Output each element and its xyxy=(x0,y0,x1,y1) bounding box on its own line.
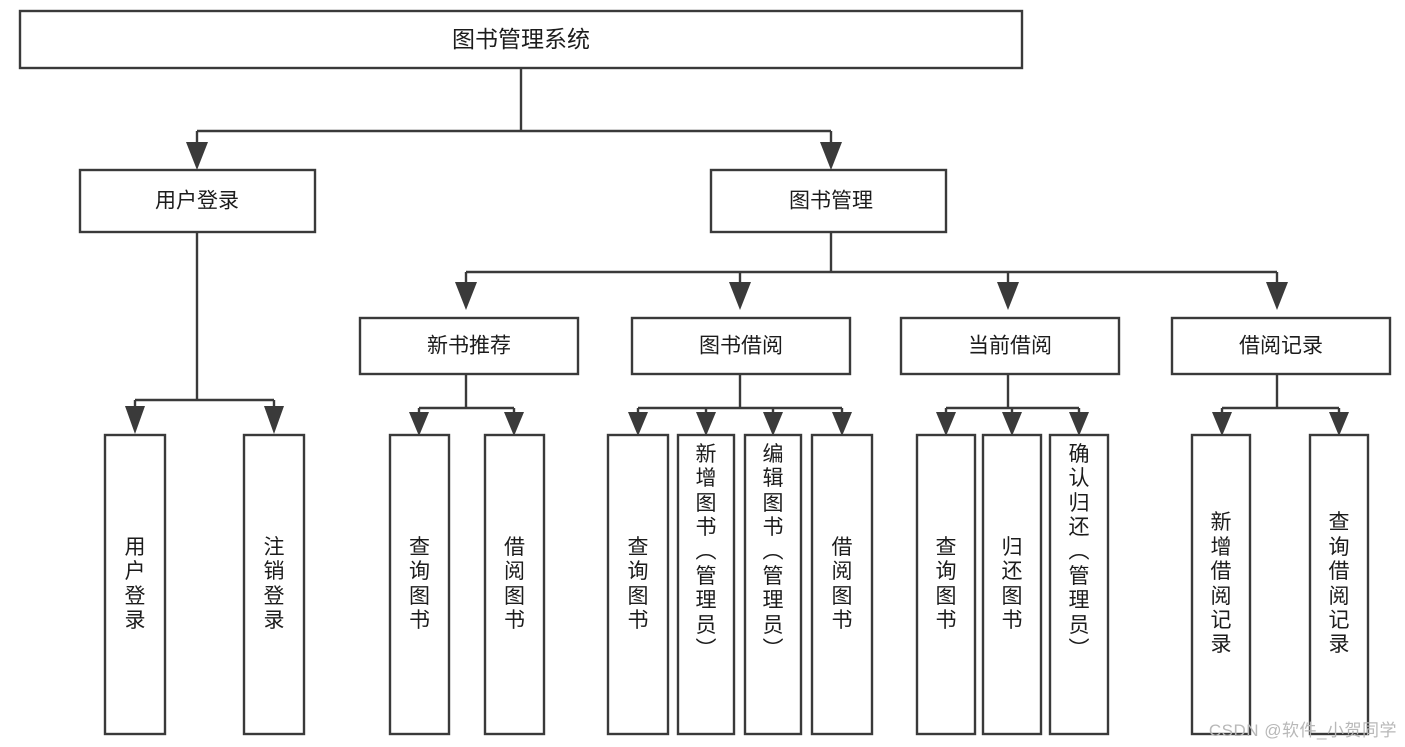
node-label-user-login: 用户登录 xyxy=(155,190,239,213)
node-box-current-borrow[interactable] xyxy=(899,316,1121,376)
arrowhead-leaf-query-borrow-record xyxy=(1329,412,1349,436)
node-box-leaf-borrow-book-2[interactable] xyxy=(810,433,874,736)
node-label-borrow-record: 借阅记录 xyxy=(1239,335,1323,358)
arrowhead-leaf-query-book-2 xyxy=(628,412,648,436)
node-box-leaf-query-book-3[interactable] xyxy=(915,433,977,736)
arrowhead-leaf-query-book-1 xyxy=(409,412,429,436)
arrowhead-leaf-user-login xyxy=(125,406,145,434)
arrowhead-leaf-logout-login xyxy=(264,406,284,434)
node-label-book-management: 图书管理 xyxy=(789,190,873,213)
node-label-current-borrow: 当前借阅 xyxy=(968,335,1052,358)
watermark-text: CSDN @软件_小贺同学 xyxy=(1208,721,1397,740)
node-label-new-book-recommend: 新书推荐 xyxy=(427,335,511,358)
arrowhead-borrow-record xyxy=(1266,282,1288,310)
node-box-borrow-record[interactable] xyxy=(1170,316,1392,376)
arrowhead-book-management xyxy=(820,142,842,170)
node-box-leaf-return-book[interactable] xyxy=(981,433,1043,736)
node-box-leaf-confirm-return-admin[interactable] xyxy=(1048,433,1110,736)
node-box-leaf-edit-book-admin[interactable] xyxy=(743,433,803,736)
arrowhead-new-book-recommend xyxy=(455,282,477,310)
arrowhead-leaf-add-borrow-record xyxy=(1212,412,1232,436)
node-box-book-borrow[interactable] xyxy=(630,316,852,376)
arrowhead-layer xyxy=(125,142,1349,436)
node-box-leaf-query-book-1[interactable] xyxy=(388,433,451,736)
node-box-book-management[interactable] xyxy=(709,168,948,234)
arrowhead-leaf-edit-book-admin xyxy=(763,412,783,436)
node-box-root[interactable] xyxy=(18,9,1024,70)
node-box-user-login[interactable] xyxy=(78,168,317,234)
arrowhead-leaf-borrow-book-1 xyxy=(504,412,524,436)
node-layer xyxy=(18,9,1392,736)
node-box-new-book-recommend[interactable] xyxy=(358,316,580,376)
node-label-book-borrow: 图书借阅 xyxy=(699,335,783,358)
node-label-root: 图书管理系统 xyxy=(452,26,590,52)
arrowhead-leaf-return-book xyxy=(1002,412,1022,436)
node-box-leaf-borrow-book-1[interactable] xyxy=(483,433,546,736)
node-box-leaf-user-login[interactable] xyxy=(103,433,167,736)
node-box-leaf-add-borrow-record[interactable] xyxy=(1190,433,1252,736)
node-box-leaf-query-borrow-record[interactable] xyxy=(1308,433,1370,736)
node-box-leaf-query-book-2[interactable] xyxy=(606,433,670,736)
node-box-leaf-logout-login[interactable] xyxy=(242,433,306,736)
arrowhead-book-borrow xyxy=(729,282,751,310)
arrowhead-leaf-confirm-return-admin xyxy=(1069,412,1089,436)
arrowhead-user-login xyxy=(186,142,208,170)
arrowhead-current-borrow xyxy=(997,282,1019,310)
arrowhead-leaf-add-book-admin xyxy=(696,412,716,436)
arrowhead-leaf-borrow-book-2 xyxy=(832,412,852,436)
horizontal-label-layer: 图书管理系统 用户登录 图书管理 新书推荐 图书借阅 当前借阅 借阅记录 xyxy=(155,26,1323,357)
node-box-leaf-add-book-admin[interactable] xyxy=(676,433,736,736)
arrowhead-leaf-query-book-3 xyxy=(936,412,956,436)
